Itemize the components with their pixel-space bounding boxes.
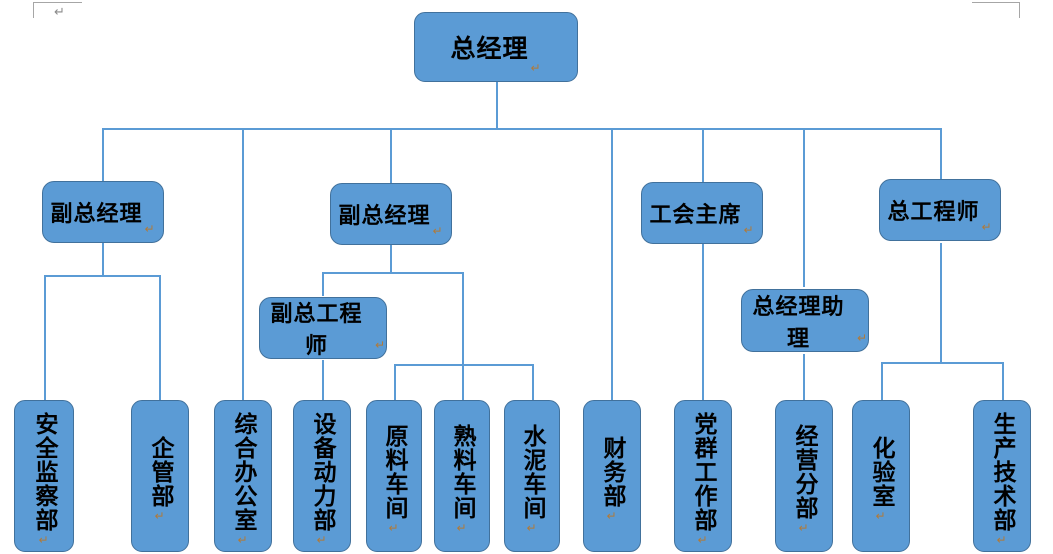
paragraph-mark: ↵ bbox=[316, 532, 328, 547]
connector-dgm1-bus bbox=[44, 275, 161, 277]
connector-gma-to-business-division bbox=[803, 354, 805, 400]
node-general-manager[interactable]: 总经理↵ bbox=[414, 12, 578, 82]
margin-guide-top-left bbox=[34, 2, 82, 3]
connector-bus-to-general-office bbox=[242, 128, 244, 400]
node-laboratory[interactable]: 化验室↵ bbox=[852, 400, 910, 552]
connector-bus-to-gm-assistant bbox=[803, 128, 805, 287]
connector-dgm1-stem bbox=[102, 242, 104, 276]
paragraph-mark: ↵ bbox=[456, 520, 468, 535]
paragraph-mark: ↵ bbox=[237, 532, 249, 547]
paragraph-mark: ↵ bbox=[374, 338, 386, 352]
node-production-technology-dept[interactable]: 生产技术部↵ bbox=[973, 400, 1031, 552]
node-enterprise-management-dept-label: 企管部 bbox=[147, 435, 173, 508]
connector-dgm1-to-enterprise bbox=[159, 275, 161, 400]
connector-dgm1-to-safety bbox=[44, 275, 46, 400]
paragraph-mark: ↵ bbox=[432, 224, 444, 238]
connector-bus-to-finance bbox=[611, 128, 613, 400]
connector-dgm2-to-dce bbox=[322, 272, 324, 296]
node-raw-material-workshop-label: 原料车间 bbox=[381, 423, 407, 520]
node-equipment-power-dept-label: 设备动力部 bbox=[309, 411, 335, 532]
node-general-manager-label: 总经理 bbox=[450, 36, 529, 63]
connector-to-clinker-workshop bbox=[462, 364, 464, 400]
node-business-division-label: 经营分部 bbox=[791, 423, 817, 520]
margin-guide-right bbox=[1019, 2, 1020, 18]
node-deputy-chief-engineer-label: 副总工程师 bbox=[270, 301, 363, 358]
paragraph-mark: ↵ bbox=[856, 331, 868, 345]
connector-to-raw-material-workshop bbox=[394, 364, 396, 400]
node-safety-supervision-dept[interactable]: 安全监察部↵ bbox=[14, 400, 74, 552]
node-deputy-chief-engineer[interactable]: 副总工程师 ↵ bbox=[259, 297, 387, 359]
node-union-chairman[interactable]: 工会主席↵ bbox=[641, 182, 763, 244]
node-deputy-general-manager-2-label: 副总经理 bbox=[338, 203, 431, 228]
connector-main-bus bbox=[102, 128, 942, 130]
connector-ce-bus bbox=[881, 362, 1003, 364]
node-union-chairman-label: 工会主席 bbox=[649, 202, 742, 227]
paragraph-mark: ↵ bbox=[875, 508, 887, 523]
node-cement-workshop-label: 水泥车间 bbox=[519, 423, 545, 520]
paragraph-mark: ↵ bbox=[996, 532, 1008, 547]
margin-guide-top-right bbox=[972, 2, 1020, 3]
paragraph-mark: ↵ bbox=[526, 520, 538, 535]
connector-union-to-party-work bbox=[702, 243, 704, 400]
connector-bus-to-dgm2 bbox=[390, 128, 392, 183]
paragraph-mark: ↵ bbox=[697, 532, 709, 547]
node-finance-dept[interactable]: 财务部↵ bbox=[583, 400, 641, 552]
paragraph-mark: ↵ bbox=[388, 520, 400, 535]
connector-ce-to-production-tech bbox=[1002, 362, 1004, 400]
node-raw-material-workshop[interactable]: 原料车间↵ bbox=[366, 400, 422, 552]
connector-dce-to-equipment bbox=[322, 360, 324, 400]
connector-bus-to-chief-engineer bbox=[940, 128, 942, 179]
connector-bus-to-dgm1 bbox=[102, 128, 104, 183]
connector-dgm2-stem bbox=[390, 244, 392, 273]
node-safety-supervision-dept-label: 安全监察部 bbox=[31, 411, 57, 532]
node-gm-assistant-label: 总经理助理 bbox=[752, 293, 845, 351]
paragraph-mark: ↵ bbox=[798, 520, 810, 535]
node-deputy-general-manager-1[interactable]: 副总经理↵ bbox=[42, 181, 164, 243]
connector-ce-stem bbox=[940, 243, 942, 363]
paragraph-mark: ↵ bbox=[981, 220, 993, 234]
node-business-division[interactable]: 经营分部↵ bbox=[775, 400, 833, 552]
connector-dgm2-bus bbox=[322, 272, 463, 274]
node-deputy-general-manager-1-label: 副总经理 bbox=[50, 201, 143, 226]
node-general-office-label: 综合办公室 bbox=[230, 411, 256, 532]
connector-bus-to-union bbox=[702, 128, 704, 183]
node-finance-dept-label: 财务部 bbox=[599, 435, 625, 508]
paragraph-mark: ↵ bbox=[154, 508, 166, 523]
margin-guide-left bbox=[33, 2, 34, 18]
stray-paragraph-mark: ↵ bbox=[54, 5, 65, 20]
connector-dgm2-to-workshop-bus bbox=[462, 272, 464, 365]
node-party-work-dept[interactable]: 党群工作部↵ bbox=[674, 400, 732, 552]
connector-ce-to-lab bbox=[881, 362, 883, 400]
node-clinker-workshop-label: 熟料车间 bbox=[449, 423, 475, 520]
node-chief-engineer[interactable]: 总工程师↵ bbox=[879, 179, 1001, 241]
connector-to-cement-workshop bbox=[532, 364, 534, 400]
paragraph-mark: ↵ bbox=[530, 61, 542, 75]
node-chief-engineer-label: 总工程师 bbox=[887, 199, 980, 224]
node-equipment-power-dept[interactable]: 设备动力部↵ bbox=[293, 400, 351, 552]
node-deputy-general-manager-2[interactable]: 副总经理↵ bbox=[330, 183, 452, 245]
paragraph-mark: ↵ bbox=[38, 532, 50, 547]
node-enterprise-management-dept[interactable]: 企管部↵ bbox=[131, 400, 189, 552]
node-cement-workshop[interactable]: 水泥车间↵ bbox=[504, 400, 560, 552]
paragraph-mark: ↵ bbox=[743, 223, 755, 237]
paragraph-mark: ↵ bbox=[144, 222, 156, 236]
node-party-work-dept-label: 党群工作部 bbox=[690, 411, 716, 532]
node-general-office[interactable]: 综合办公室↵ bbox=[214, 400, 272, 552]
node-gm-assistant[interactable]: 总经理助理 ↵ bbox=[741, 289, 869, 352]
connector-root-stem bbox=[496, 81, 498, 129]
node-laboratory-label: 化验室 bbox=[868, 435, 894, 508]
node-production-technology-dept-label: 生产技术部 bbox=[989, 411, 1015, 532]
paragraph-mark: ↵ bbox=[606, 508, 618, 523]
node-clinker-workshop[interactable]: 熟料车间↵ bbox=[434, 400, 490, 552]
